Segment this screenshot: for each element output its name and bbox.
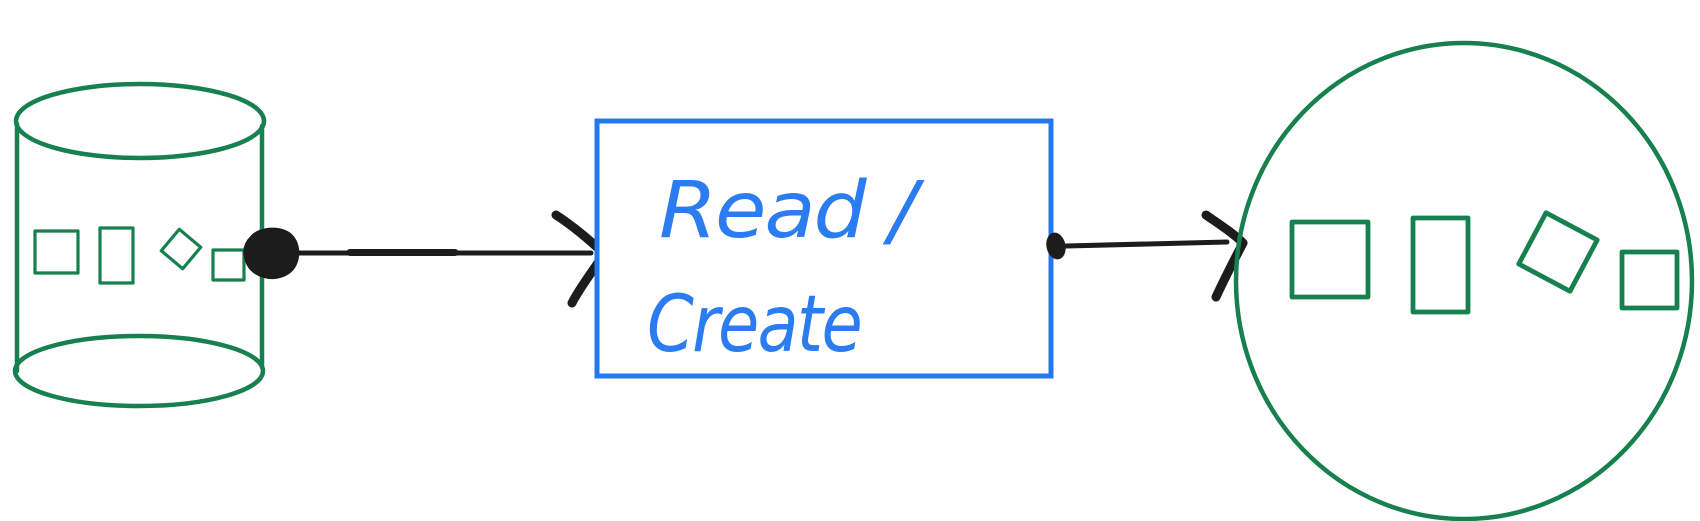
record-square-small-icon <box>1619 249 1680 311</box>
ink-blob-start-icon <box>243 227 300 279</box>
record-square-icon <box>33 229 80 275</box>
circle-outline <box>1233 40 1695 521</box>
arrow-process-to-circle <box>1046 210 1248 302</box>
records-circle-icon <box>1233 40 1695 521</box>
record-square-icon <box>1289 219 1371 300</box>
arrow-line <box>1063 239 1230 249</box>
process-box: Read / Create <box>594 118 1054 379</box>
process-label-line1: Read / <box>659 166 925 256</box>
process-box-outline <box>594 118 1054 379</box>
record-square-rotated-icon <box>1516 210 1600 294</box>
arrowhead-lower-stroke-icon <box>1211 238 1248 302</box>
record-rect-icon <box>1410 215 1471 315</box>
cylinder-top-ellipse <box>13 81 267 161</box>
record-square-small-icon <box>211 248 246 282</box>
record-square-rotated-icon <box>159 227 203 271</box>
process-label-line2: Create <box>647 280 861 370</box>
arrow-db-to-process <box>243 210 609 308</box>
record-rect-icon <box>98 226 135 285</box>
database-cylinder-icon <box>12 81 267 409</box>
cylinder-bottom-ellipse <box>12 333 266 409</box>
